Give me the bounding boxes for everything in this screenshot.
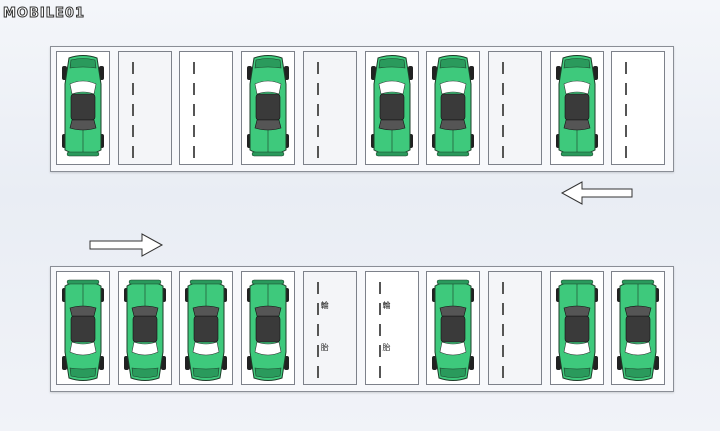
lane-mark [625,104,628,116]
bottom-slot-6: 輪胎 [364,271,419,385]
lane-mark [625,83,628,95]
top-slot-6 [364,51,419,165]
lane-mark [501,303,504,315]
lane-mark [378,303,381,315]
top-slot-7 [426,51,481,165]
top-slot-1 [56,51,110,165]
lane-mark [501,146,504,158]
lane-mark [316,125,319,137]
lane-mark [131,104,134,116]
lane-mark [501,125,504,137]
lane-mark [131,146,134,158]
arrow-right-icon [89,233,164,257]
lane-mark [193,125,196,137]
top-slot-10 [611,51,666,165]
lane-mark [131,83,134,95]
bottom-slot-3 [179,271,234,385]
bottom-slot-7 [426,271,481,385]
bottom-parking-row: 輪胎輪胎 [50,266,674,392]
lane-mark [193,104,196,116]
lane-mark [316,282,319,294]
logo-text: MOBILE01 [3,5,85,21]
lane-mark [131,62,134,74]
lane-mark [378,282,381,294]
lane-mark [378,324,381,336]
bottom-slot-9 [549,271,604,385]
lane-mark [625,125,628,137]
bottom-slot-1 [56,271,110,385]
car-icon [617,279,660,381]
lane-mark [131,125,134,137]
lane-mark [316,104,319,116]
bottom-slot-2 [117,271,172,385]
lane-mark [193,146,196,158]
top-slot-3 [179,51,234,165]
lane-mark [501,62,504,74]
top-slot-4 [241,51,296,165]
lane-mark [378,345,381,357]
wheel-mark-label: 胎 [382,343,391,352]
arrow-left-icon [560,181,633,205]
car-icon [370,55,413,157]
lane-mark [501,366,504,378]
car-icon [185,279,228,381]
car-icon [432,279,475,381]
lane-mark [316,83,319,95]
top-slot-9 [549,51,604,165]
top-slot-8 [487,51,542,165]
car-icon [247,55,290,157]
lane-mark [501,83,504,95]
lane-mark [378,366,381,378]
bottom-slot-10 [611,271,666,385]
car-icon [555,55,598,157]
lane-mark [193,83,196,95]
top-parking-row [50,46,674,172]
car-icon [247,279,290,381]
lane-mark [316,345,319,357]
top-slot-5 [302,51,357,165]
bottom-slot-8 [487,271,542,385]
lane-mark [625,146,628,158]
lane-mark [501,282,504,294]
car-icon [62,55,104,157]
bottom-slot-5: 輪胎 [302,271,357,385]
mobile01-logo: MOBILE01 [3,2,85,24]
car-icon [62,279,104,381]
lane-mark [316,366,319,378]
lane-mark [501,345,504,357]
car-icon [123,279,166,381]
lane-mark [193,62,196,74]
bottom-slot-4 [241,271,296,385]
lane-mark [316,62,319,74]
wheel-mark-label: 輪 [382,301,391,310]
lane-mark [501,324,504,336]
car-icon [432,55,475,157]
car-icon [555,279,598,381]
top-slot-2 [117,51,172,165]
lane-mark [316,146,319,158]
lane-mark [316,324,319,336]
lane-mark [625,62,628,74]
wheel-mark-label: 輪 [320,301,329,310]
lane-mark [501,104,504,116]
lane-mark [316,303,319,315]
wheel-mark-label: 胎 [320,343,329,352]
